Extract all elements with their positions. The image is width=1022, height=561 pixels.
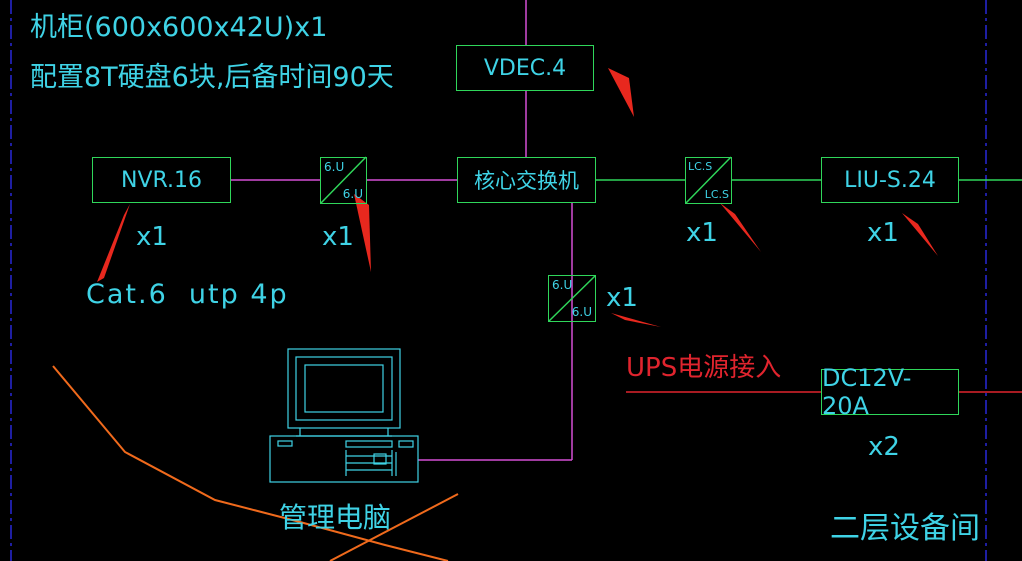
arrow-icon-vdec [608, 68, 634, 117]
dc-power-label: DC12V-20A [822, 364, 912, 420]
liu-quantity: x1 [867, 218, 899, 248]
copper-patch-top-label: 6.U [324, 160, 345, 174]
lower-patch-panel: 6.U 6.U [548, 275, 596, 322]
fiber-patch-panel: LC.S LC.S [685, 157, 732, 204]
arrow-icon-copper-patch [354, 194, 371, 272]
vdec-box: VDEC.4 [456, 45, 594, 91]
core-switch-label: 核心交换机 [474, 169, 579, 193]
fiber-patch-bottom-label: LC.S [704, 188, 729, 201]
vdec-label: VDEC.4 [483, 55, 567, 81]
arrow-icon-fiber-patch [720, 203, 761, 252]
room-name-label: 二层设备间 [830, 511, 980, 546]
liu-box: LIU-S.24 [821, 157, 959, 203]
dc-power-quantity: x2 [868, 432, 900, 462]
lower-patch-top-label: 6.U [552, 278, 573, 292]
computer-icon [269, 348, 419, 483]
nvr-box: NVR.16 [92, 157, 231, 203]
patch-fiber-diagonal [685, 156, 732, 204]
arrow-icons [97, 68, 938, 327]
copper-patch-panel: 6.U 6.U [320, 157, 367, 204]
core-switch-box: 核心交换机 [457, 157, 596, 203]
nvr-quantity: x1 [136, 222, 168, 252]
management-pc-label: 管理电脑 [279, 501, 392, 534]
fiber-patch-quantity: x1 [686, 218, 718, 248]
orange-mark-line [329, 493, 459, 561]
orange-mark-curve [52, 365, 449, 561]
storage-spec-text: 配置8T硬盘6块,后备时间90天 [30, 62, 394, 93]
arrow-icon-nvr [97, 204, 130, 282]
dc-power-box: DC12V-20A [821, 364, 959, 420]
patch-lower-diagonal [548, 275, 596, 322]
arrow-icon-liu [902, 213, 938, 256]
cabinet-spec-text: 机柜(600x600x42U)x1 [30, 12, 328, 43]
lower-patch-quantity: x1 [606, 283, 638, 313]
fiber-patch-top-label: LC.S [688, 160, 713, 173]
copper-patch-quantity: x1 [322, 222, 354, 252]
nvr-label: NVR.16 [121, 167, 202, 193]
lower-patch-bottom-label: 6.U [571, 305, 592, 319]
copper-patch-bottom-label: 6.U [342, 187, 363, 201]
cable-type-label: Cat.6 utp 4p [86, 279, 289, 310]
arrow-icon-lower-patch [611, 313, 661, 327]
liu-label: LIU-S.24 [844, 167, 936, 193]
ups-input-label: UPS电源接入 [626, 353, 782, 383]
patch-copper-diagonal [320, 156, 367, 204]
